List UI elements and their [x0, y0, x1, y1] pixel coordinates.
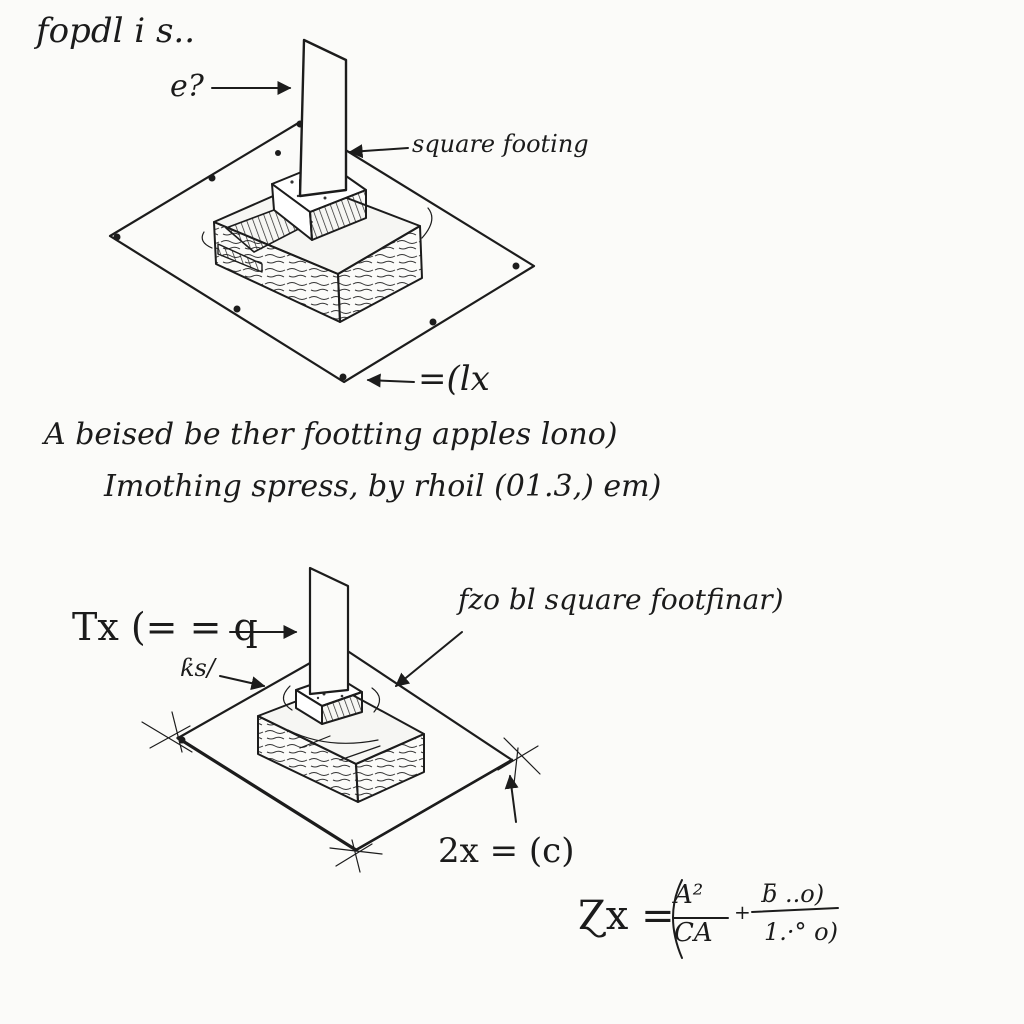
side-arrow-2 — [219, 675, 266, 691]
column-1 — [298, 38, 348, 198]
footing-plate-1 — [108, 120, 536, 384]
caption-line-2: Imothing spress, by rhoil (01.3,) eт) — [104, 469, 662, 504]
figure-1 — [108, 38, 536, 388]
footing-label-1: square footing — [412, 130, 589, 158]
column-2 — [308, 566, 350, 696]
figure-2 — [141, 566, 541, 873]
corner-marks-2 — [141, 711, 541, 873]
formula-frac2-denominator: 1.·° o) — [764, 918, 838, 946]
footing-arrow-2 — [394, 631, 463, 687]
formula-frac2-numerator: ƃ ..o) — [762, 880, 825, 908]
formula-operator: + — [734, 900, 751, 924]
formula-frac1-denominator: CA — [674, 918, 713, 948]
side-label-2: ƙs/ — [180, 654, 215, 682]
caption-line-1: A beised be ther footting apples lono) — [44, 417, 618, 452]
load-label-2: Tx (= = q — [72, 605, 258, 649]
dimension-label-1: =(lx — [418, 359, 490, 399]
dimension-arrow-1 — [366, 373, 415, 388]
column-label-1: e? — [170, 69, 204, 104]
formula-frac1-numerator: A² — [674, 880, 704, 910]
formula: Ɀx = A² CA + ƃ ..o) 1.·° o) — [578, 878, 848, 958]
footing-label-2: fzo bl square footfinar) — [458, 583, 784, 616]
plate-bolts-1 — [113, 120, 520, 381]
formula-strokes — [672, 879, 839, 959]
formula-lhs: Ɀx = — [578, 893, 675, 939]
dimension-label-2: 2x = (c) — [438, 831, 575, 871]
top-left-note: fopdl i s.. — [36, 11, 196, 51]
dimension-arrow-2 — [504, 774, 519, 823]
footing-arrow-1 — [348, 144, 409, 159]
